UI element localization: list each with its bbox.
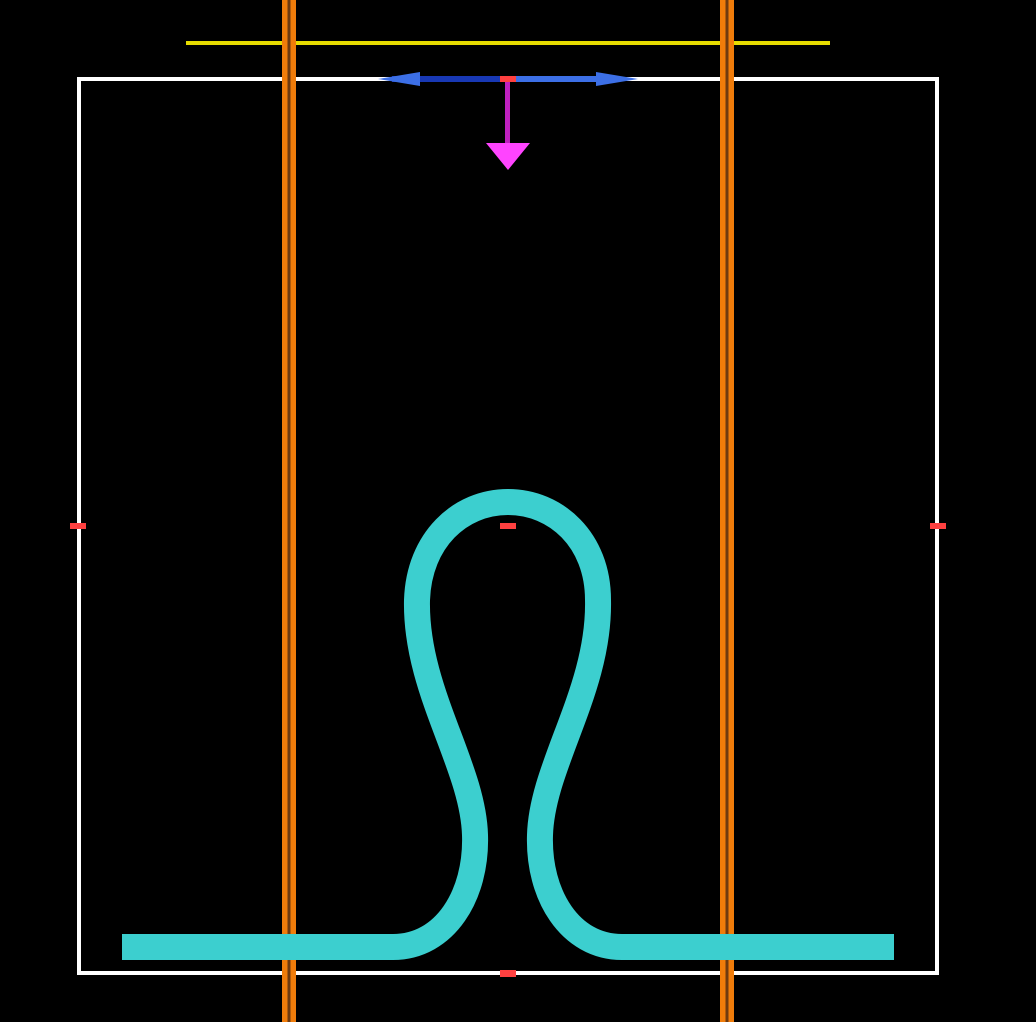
handle-right-middle[interactable] <box>930 523 946 529</box>
vertical-guide-left[interactable] <box>282 0 296 1022</box>
loop-curve[interactable] <box>122 489 894 960</box>
handle-left-middle[interactable] <box>70 523 86 529</box>
handle-top-center[interactable] <box>500 76 516 82</box>
arrow-down-icon[interactable] <box>486 82 530 170</box>
vertical-guide-right[interactable] <box>720 0 734 1022</box>
handle-bottom-center[interactable] <box>500 970 516 977</box>
double-arrow-horizontal-icon[interactable] <box>378 72 638 86</box>
handle-curve-apex[interactable] <box>500 523 516 529</box>
